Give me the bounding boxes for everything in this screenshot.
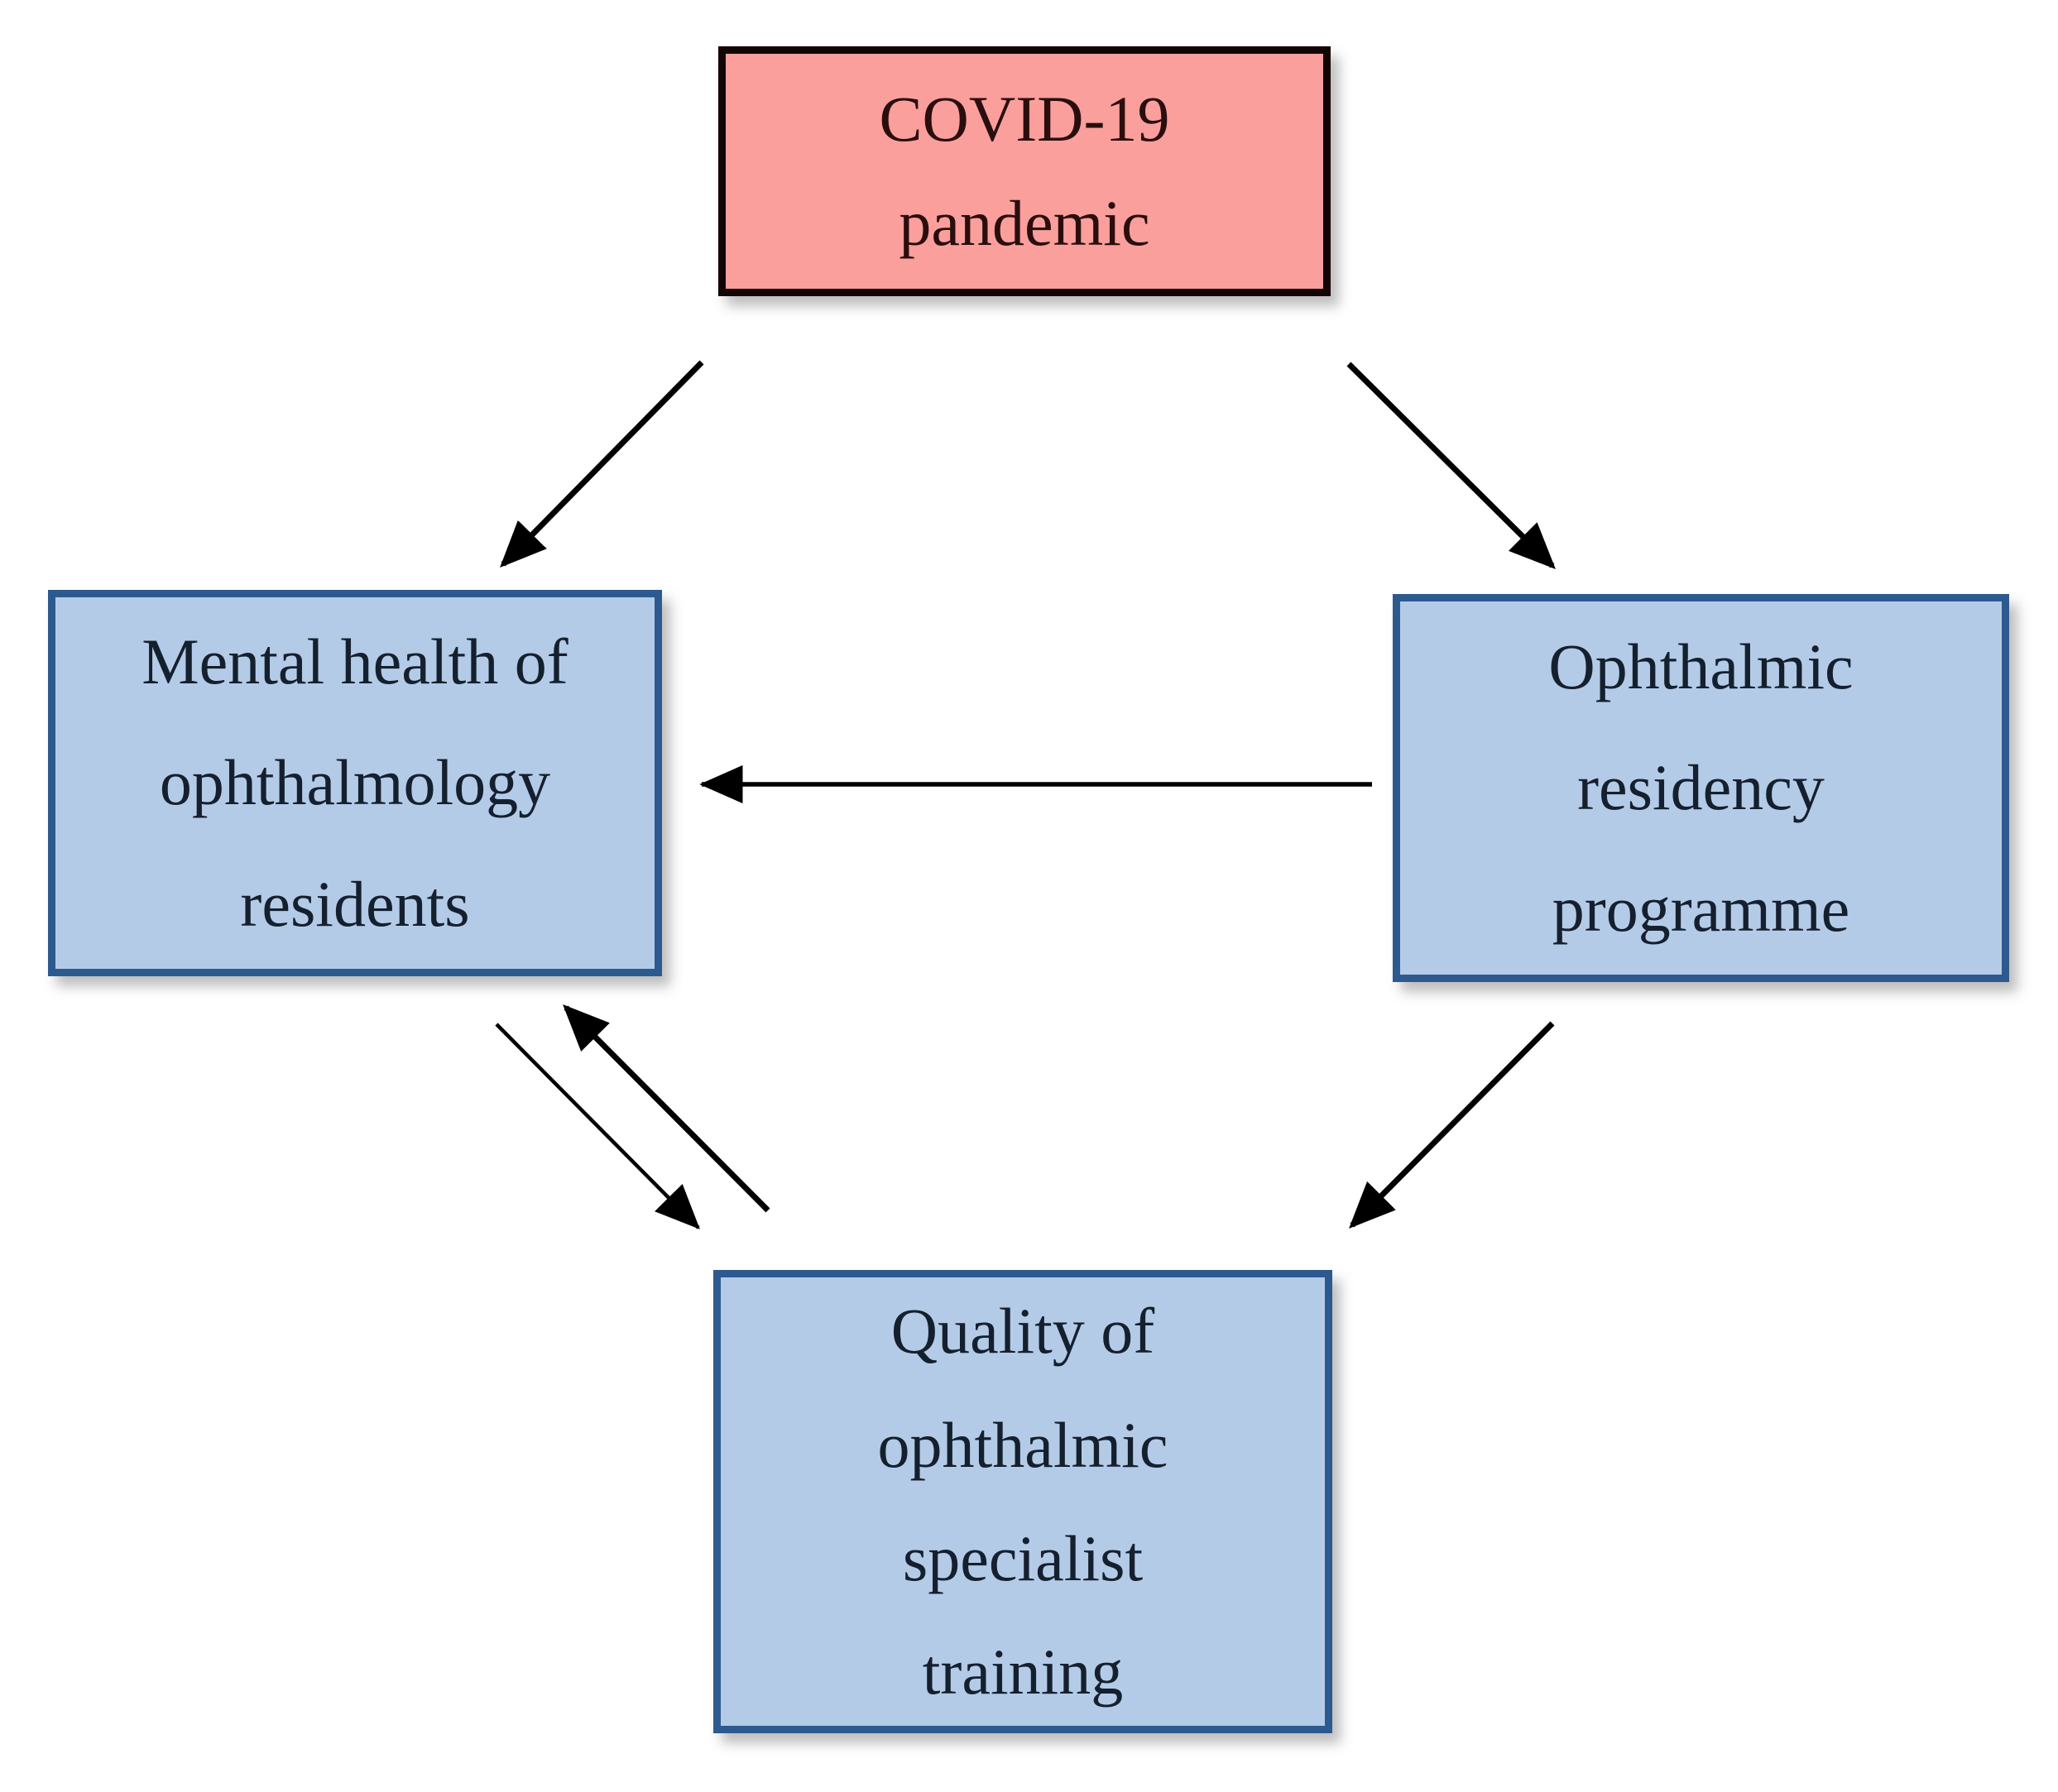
node-covid-pandemic-line1: COVID-19 (879, 82, 1170, 155)
node-training-quality-line4: training (922, 1636, 1124, 1708)
node-mental-health-line1: Mental health of (142, 625, 568, 697)
node-training-quality-line2: ophthalmic (877, 1408, 1168, 1481)
node-mental-health-line3: residents (240, 867, 470, 940)
node-ophthalmic-residency-line1: Ophthalmic (1548, 630, 1854, 702)
node-covid-pandemic: COVID-19 pandemic (718, 46, 1331, 296)
node-mental-health-line2: ophthalmology (159, 746, 551, 819)
arrow-covid-to-mental-health (500, 360, 704, 568)
node-ophthalmic-residency-line3: programme (1552, 872, 1850, 945)
arrow-training-quality-to-mental-health (563, 1004, 770, 1213)
node-ophthalmic-residency: Ophthalmic residency programme (1393, 594, 2009, 982)
node-mental-health: Mental health of ophthalmology residents (48, 590, 662, 976)
arrow-covid-to-residency (1346, 362, 1556, 569)
node-training-quality-line3: specialist (902, 1522, 1144, 1594)
arrow-residency-to-training-quality (1349, 1021, 1555, 1229)
node-training-quality-line1: Quality of (890, 1295, 1155, 1368)
node-covid-pandemic-line2: pandemic (899, 187, 1150, 259)
node-ophthalmic-residency-line2: residency (1577, 751, 1825, 824)
arrow-mental-health-to-training-quality (495, 1023, 700, 1229)
node-training-quality: Quality of ophthalmic specialist trainin… (713, 1270, 1332, 1733)
